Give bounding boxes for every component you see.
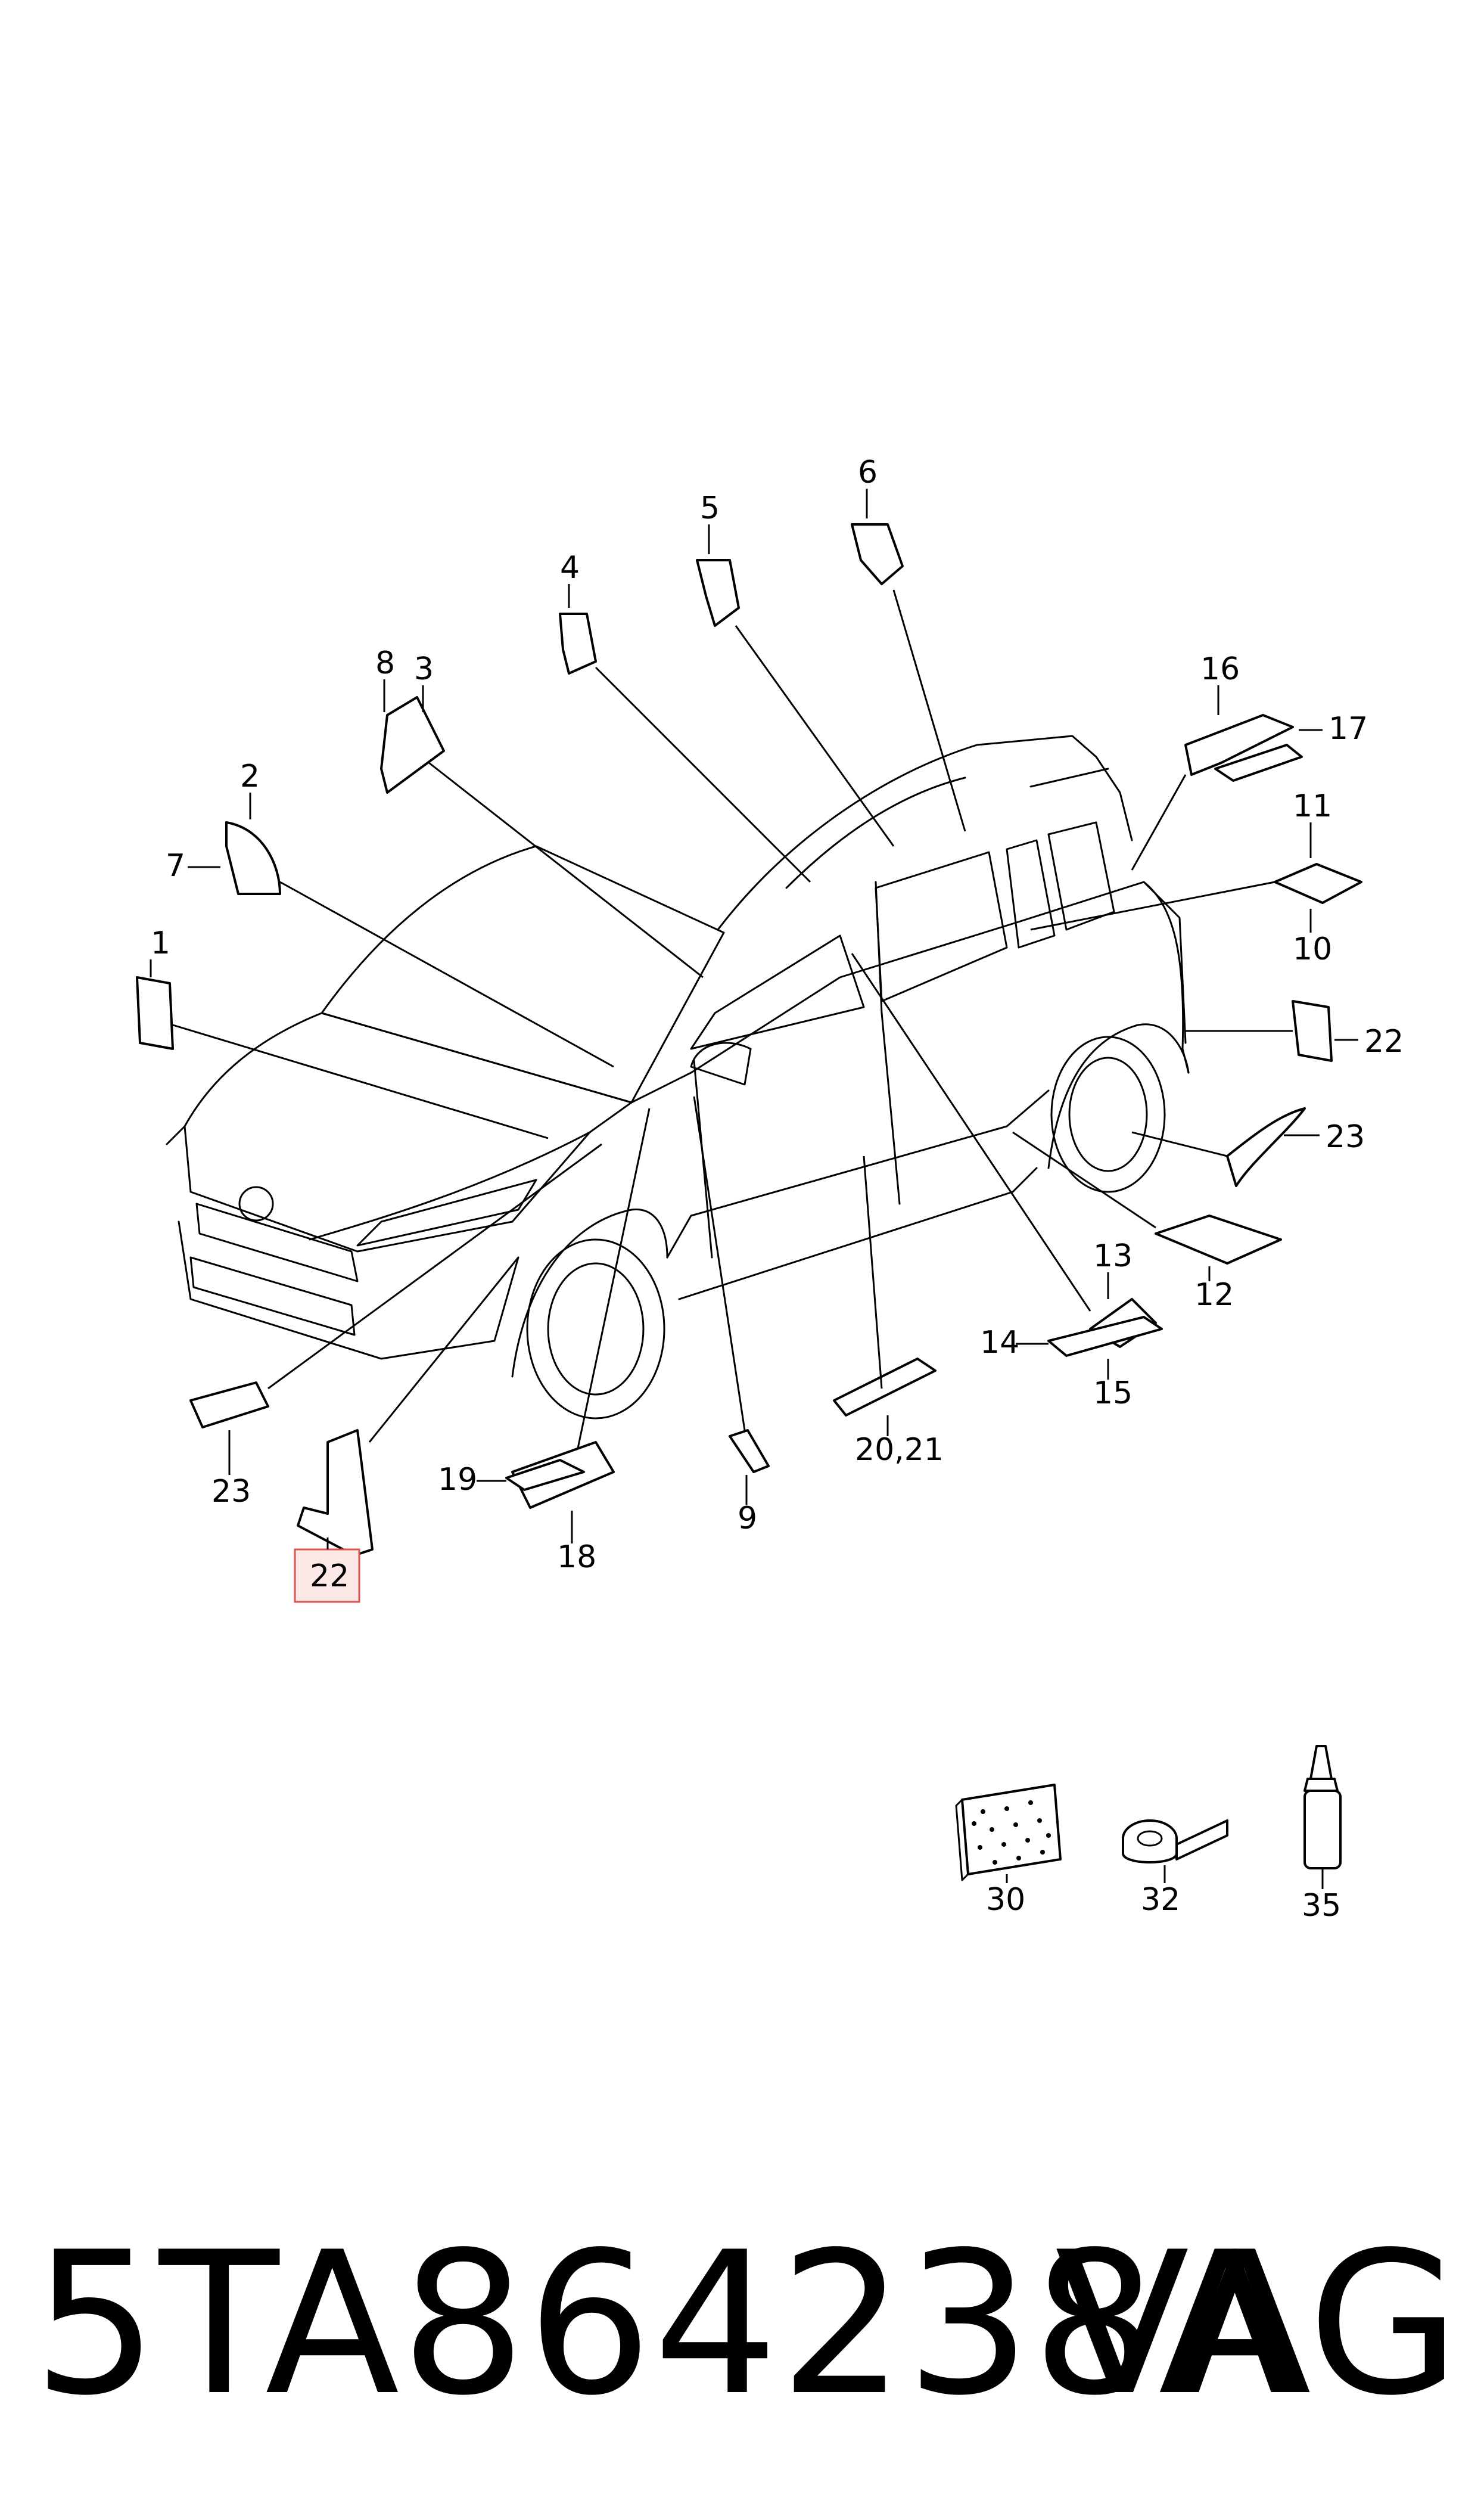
callout-7: 7	[166, 848, 185, 884]
callout-6: 6	[858, 455, 878, 490]
part-23-front-block	[189, 1381, 269, 1428]
callout-22-front: 22	[310, 1558, 349, 1594]
part-22-rear-wedge	[1292, 1000, 1333, 1062]
highlight-box-22	[294, 1548, 360, 1603]
callout-13: 13	[1093, 1238, 1133, 1274]
part-20-strip	[833, 1358, 937, 1417]
callout-23-rear: 23	[1326, 1119, 1365, 1155]
callout-14: 14	[980, 1325, 1019, 1361]
part-12-foam	[1155, 1215, 1282, 1265]
callout-11: 11	[1293, 788, 1332, 824]
callout-1: 1	[151, 925, 170, 961]
part-6-clip	[851, 523, 904, 585]
callout-32: 32	[1141, 1882, 1180, 1918]
part-number: 5TA864238A	[33, 2210, 1295, 2439]
parts-diagram: 1 2 7 8 3 4 5 6 16 17 11 10 22 23 12 13	[136, 455, 1404, 1924]
callout-15: 15	[1093, 1375, 1133, 1411]
callout-10: 10	[1293, 931, 1332, 967]
callout-20-21: 20,21	[855, 1432, 944, 1468]
part-9-clip	[729, 1429, 770, 1473]
callout-2: 2	[240, 759, 260, 794]
callout-23-front: 23	[211, 1474, 251, 1509]
callout-35: 35	[1302, 1888, 1341, 1924]
callout-4: 4	[560, 550, 580, 586]
part-10-pad	[1274, 863, 1362, 904]
tape-roll-32	[1122, 1819, 1228, 1883]
part-2-cover	[225, 821, 281, 895]
vehicle-outline	[166, 735, 1190, 1420]
part-1-clip	[136, 976, 174, 1050]
part-16-seal	[1184, 714, 1294, 776]
adhesive-bottle-35	[1303, 1745, 1342, 1889]
callout-8: 8	[375, 645, 395, 681]
callout-16: 16	[1200, 651, 1240, 687]
part-4-clip	[559, 613, 597, 675]
callout-30: 30	[986, 1882, 1025, 1918]
part-3-bracket	[380, 696, 445, 794]
leader-lines	[172, 589, 1293, 1449]
part-19-seal	[505, 1459, 585, 1491]
callout-9: 9	[738, 1501, 757, 1536]
part-22-front-wedge	[297, 1429, 374, 1557]
callout-19: 19	[438, 1462, 477, 1498]
callout-22-rear: 22	[1364, 1024, 1404, 1060]
callout-5: 5	[700, 490, 720, 526]
part-23-rear-strip	[1226, 1107, 1306, 1187]
part-5-clip	[696, 559, 740, 627]
callout-18: 18	[557, 1539, 596, 1575]
parts	[136, 523, 1362, 1557]
callout-12: 12	[1194, 1277, 1234, 1313]
part-15-strip	[1047, 1316, 1163, 1357]
callout-17: 17	[1329, 711, 1368, 747]
callout-labels: 1 2 7 8 3 4 5 6 16 17 11 10 22 23 12 13	[150, 455, 1404, 1924]
footer: 5TA864238A VAG	[0, 2205, 1484, 2503]
foam-pad-30	[955, 1784, 1062, 1883]
brand-name: VAG	[1054, 2210, 1460, 2439]
callout-3: 3	[414, 651, 434, 687]
